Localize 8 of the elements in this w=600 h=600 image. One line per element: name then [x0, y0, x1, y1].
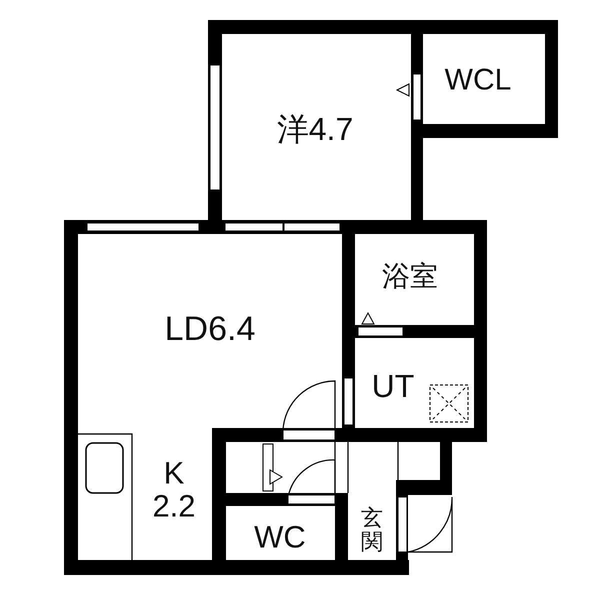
room-label: LD6.4 [164, 312, 256, 348]
room-label: 浴室 [382, 261, 438, 291]
room-label: 玄関 [361, 506, 383, 554]
room-label: K 2.2 [149, 457, 199, 523]
room-label: WC [254, 522, 306, 554]
room-label: UT [372, 370, 414, 404]
room-label: 洋4.7 [276, 113, 354, 147]
room-label: WCL [444, 64, 512, 96]
